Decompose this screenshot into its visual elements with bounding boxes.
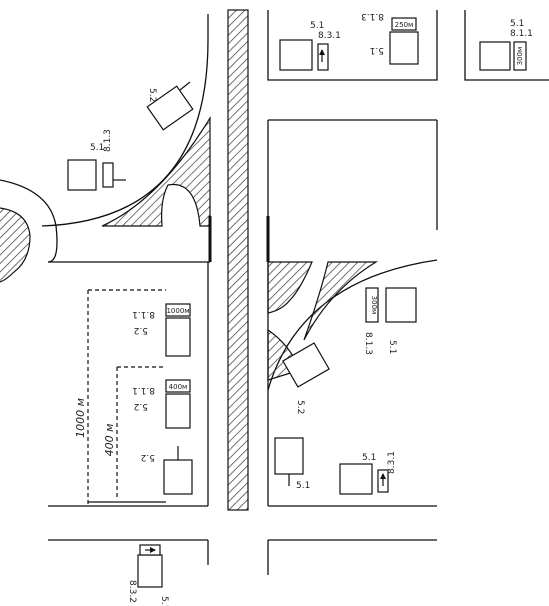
sign-5-1-label: 5.1 (90, 143, 104, 153)
sign-group-250: 250м 5.1 8.1.3 (361, 11, 419, 65)
sign-8-1-3-label-250: 8.1.3 (361, 11, 384, 21)
road-edges (41, 10, 549, 575)
distance-far: 1000 м (74, 398, 87, 438)
distance-near: 400 м (103, 424, 116, 457)
plate-300-mid: 300м (370, 296, 378, 315)
sign-5-1-label-rb1: 5.1 (296, 481, 310, 491)
median-strip (208, 9, 270, 511)
sign-5-2-label-2: 5.2 (134, 401, 148, 411)
sign-group-bottom-left: 5.1 8.3.2 (127, 544, 169, 606)
sign-5-2-label-rr: 5.2 (295, 400, 305, 414)
sign-group-400: 400м 5.2 8.1.1 (132, 379, 191, 429)
sign-5-2-label: 5.2 (134, 325, 148, 335)
sign-group-300: 300м 5.1 8.1.1 (479, 19, 533, 71)
plate-1000: 1000м (166, 307, 189, 315)
sign-group-right-rotated: 5.2 (282, 342, 330, 414)
sign-8-1-3-label: 8.1.3 (103, 129, 113, 152)
sign-5-1-label-bl: 5.1 (159, 596, 169, 606)
sign-8-3-1-label: 8.3.1 (318, 31, 341, 41)
sign-group-left-top: 5.1 8.1.3 (67, 129, 126, 191)
sign-group-rotated: 5.2 (146, 81, 194, 131)
roundabout (0, 179, 58, 283)
sign-group-right-bottom-2: 5.1 8.3.1 (339, 451, 397, 495)
sign-group-right-mid: 300м 5.1 8.1.3 (363, 287, 417, 355)
sign-8-3-2-label: 8.3.2 (127, 580, 137, 603)
plate-250: 250м (395, 21, 414, 29)
sign-5-1-label-rb2: 5.1 (362, 453, 376, 463)
dimension-lines (87, 289, 166, 504)
sign-8-1-1-label-300: 8.1.1 (510, 29, 533, 39)
sign-5-2-rotated-label: 5.2 (147, 88, 157, 102)
sign-5-1-label-rm: 5.1 (387, 340, 397, 354)
sign-8-3-1-label-rb2: 8.3.1 (387, 451, 397, 474)
sign-8-1-1-label: 8.1.1 (132, 309, 155, 319)
sign-5-1-label-250: 5.1 (370, 45, 384, 55)
sign-5-1-label-rt: 5.1 (310, 21, 324, 31)
sign-group-right-bottom-1: 5.1 (274, 437, 310, 491)
plate-400: 400м (169, 383, 188, 391)
sign-8-1-1-label-2: 8.1.1 (132, 385, 155, 395)
sign-group-1000: 1000м 5.2 8.1.1 (132, 303, 191, 357)
sign-group-5-2-bottom: 5.2 (141, 446, 193, 495)
sign-5-2-label-3: 5.2 (141, 452, 155, 462)
sign-group-right-top: 5.1 8.3.1 (279, 21, 341, 71)
sign-8-1-3-label-rm: 8.1.3 (363, 332, 373, 355)
sign-5-1-label-300: 5.1 (510, 19, 524, 29)
plate-300: 300м (516, 47, 524, 66)
